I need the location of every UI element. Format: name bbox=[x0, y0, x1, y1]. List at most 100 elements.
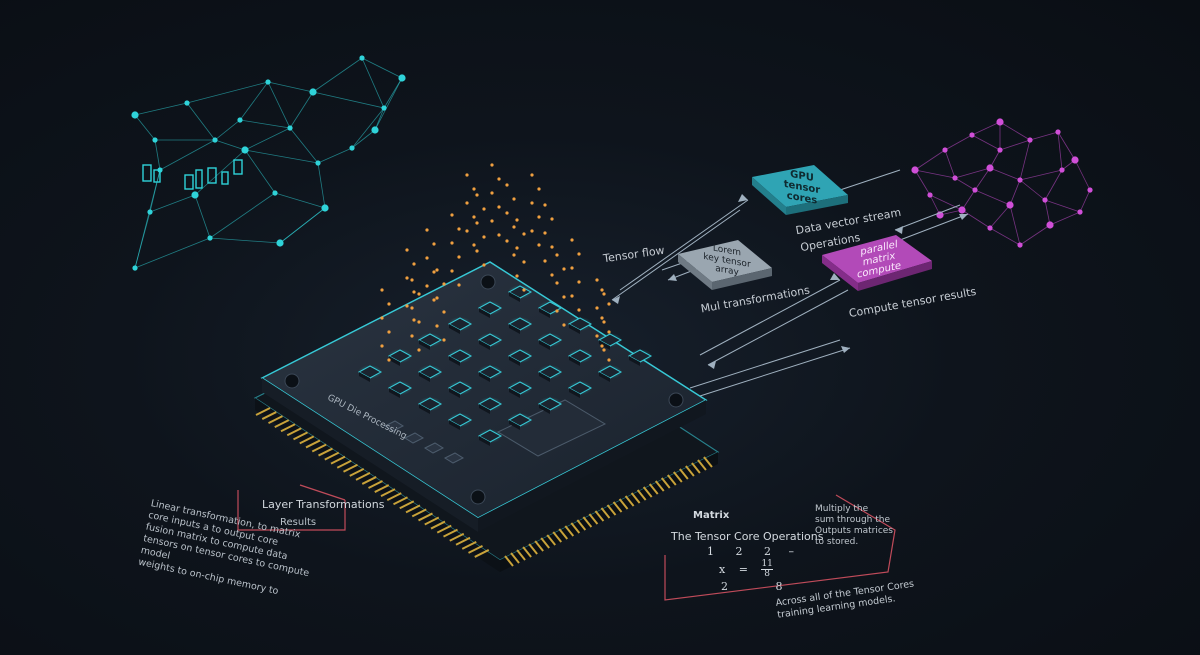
beam-dot bbox=[570, 266, 574, 270]
beam-dot bbox=[497, 177, 501, 181]
beam-dot bbox=[425, 284, 429, 288]
math-r3-a: 2 bbox=[721, 580, 728, 593]
network-node bbox=[131, 111, 139, 119]
network-node bbox=[987, 225, 993, 231]
network-node bbox=[371, 126, 379, 134]
math-panel: Matrix The Tensor Core Operations Multip… bbox=[665, 500, 915, 621]
math-panel-frame bbox=[664, 494, 896, 601]
network-node bbox=[996, 118, 1004, 126]
beam-dot bbox=[512, 253, 516, 257]
beam-dot bbox=[512, 197, 516, 201]
beam-dot bbox=[530, 229, 534, 233]
beam-dot bbox=[380, 288, 384, 292]
network-node bbox=[147, 209, 153, 215]
beam-dot bbox=[537, 187, 541, 191]
beam-dot bbox=[555, 281, 559, 285]
beam-dot bbox=[410, 334, 414, 338]
math-x: x bbox=[719, 562, 726, 576]
beam-dot bbox=[472, 187, 476, 191]
tensor-core-grid bbox=[357, 285, 653, 446]
network-node bbox=[1071, 156, 1079, 164]
beam-dot bbox=[577, 280, 581, 284]
beam-dot bbox=[472, 215, 476, 219]
beam-dot bbox=[435, 268, 439, 272]
network-node bbox=[952, 175, 958, 181]
network-node bbox=[212, 137, 218, 143]
box-gpu-cores: GPU tensor cores bbox=[752, 165, 848, 215]
left-annotation-title: Layer Transformations bbox=[262, 498, 385, 511]
beam-dot bbox=[405, 248, 409, 252]
beam-dot bbox=[490, 191, 494, 195]
beam-dot bbox=[505, 239, 509, 243]
box-parallel-compute: parallel matrix compute bbox=[822, 235, 934, 293]
beam-dot bbox=[562, 295, 566, 299]
network-node bbox=[997, 147, 1003, 153]
beam-dot bbox=[595, 278, 599, 282]
neural-network-left bbox=[131, 55, 406, 271]
beam-dot bbox=[497, 233, 501, 237]
network-node bbox=[309, 88, 317, 96]
beam-dot bbox=[522, 260, 526, 264]
beam-dot bbox=[550, 245, 554, 249]
beam-dot bbox=[577, 252, 581, 256]
beam-dot bbox=[537, 243, 541, 247]
beam-dot bbox=[405, 276, 409, 280]
beam-dot bbox=[475, 221, 479, 225]
math-eq: = bbox=[738, 562, 748, 576]
beam-dot bbox=[522, 288, 526, 292]
arrow-heads bbox=[612, 194, 968, 369]
beam-dot bbox=[435, 296, 439, 300]
network-node bbox=[942, 147, 948, 153]
beam-dot bbox=[425, 228, 429, 232]
beam-dot bbox=[607, 330, 611, 334]
beam-dot bbox=[457, 283, 461, 287]
network-node bbox=[958, 206, 966, 214]
beam-dot bbox=[432, 298, 436, 302]
beam-dot bbox=[562, 267, 566, 271]
network-node bbox=[911, 166, 919, 174]
beam-dot bbox=[543, 203, 547, 207]
math-side-line-0: Multiply the bbox=[815, 504, 869, 514]
beam-dot bbox=[387, 330, 391, 334]
beam-dot bbox=[600, 288, 604, 292]
beam-dot bbox=[465, 229, 469, 233]
network-node bbox=[241, 146, 249, 154]
network-node bbox=[1059, 167, 1065, 173]
beam-dot bbox=[387, 302, 391, 306]
math-r3-b: 8 bbox=[775, 580, 783, 593]
beam-dot bbox=[555, 309, 559, 313]
network-node bbox=[927, 192, 933, 198]
beam-dot bbox=[595, 334, 599, 338]
math-r1-b: 2 bbox=[735, 545, 743, 558]
beam-dot bbox=[595, 306, 599, 310]
math-frac-bottom: 8 bbox=[764, 569, 771, 579]
network-node bbox=[207, 235, 213, 241]
network-node bbox=[1077, 209, 1083, 215]
beam-dot bbox=[450, 269, 454, 273]
network-node bbox=[381, 105, 387, 111]
beam-dot bbox=[505, 211, 509, 215]
math-row2: x = 11 8 bbox=[719, 560, 773, 579]
beam-dot bbox=[457, 227, 461, 231]
beam-dot bbox=[410, 278, 414, 282]
math-r1-a: 1 bbox=[707, 545, 714, 558]
beam-dot bbox=[482, 207, 486, 211]
beam-dot bbox=[425, 256, 429, 260]
math-r1-c: 2 bbox=[764, 545, 771, 558]
beam-dot bbox=[442, 338, 446, 342]
beam-dot bbox=[530, 201, 534, 205]
beam-dot bbox=[515, 246, 519, 250]
network-node bbox=[276, 239, 284, 247]
math-title: The Tensor Core Operations bbox=[671, 530, 824, 543]
beam-dot bbox=[607, 358, 611, 362]
beam-dot bbox=[482, 235, 486, 239]
beam-dot bbox=[417, 348, 421, 352]
math-side-line-3: to stored. bbox=[815, 537, 859, 547]
beam-dot bbox=[432, 270, 436, 274]
left-annotation-sub: Results bbox=[280, 517, 317, 528]
network-node bbox=[184, 100, 190, 106]
network-node bbox=[237, 117, 243, 123]
